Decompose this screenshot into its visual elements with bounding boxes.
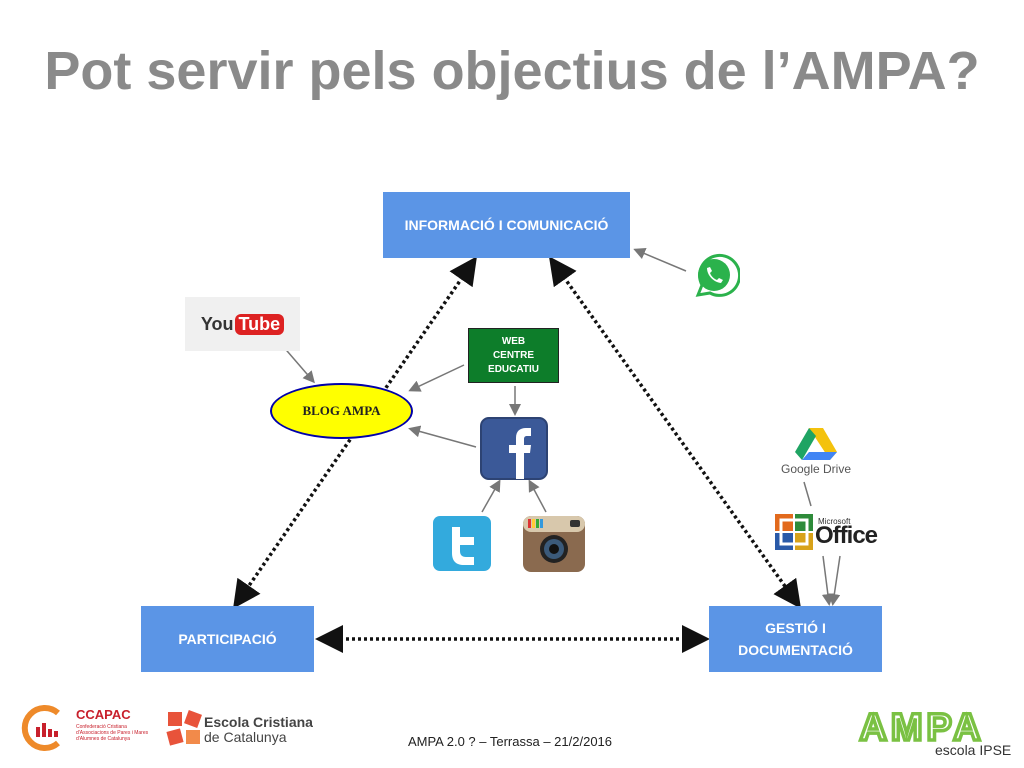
google-drive-icon <box>795 428 837 460</box>
arrow-facebook-blog <box>408 425 477 448</box>
arrow-office-gestio-2 <box>828 555 841 606</box>
footer-text: AMPA 2.0 ? – Terrassa – 21/2/2016 <box>407 734 613 749</box>
arrow-instagram-facebook <box>528 479 547 513</box>
microsoft-label: Microsoft <box>818 517 851 526</box>
google-drive-label: Google Drive <box>780 462 852 476</box>
box-gestio-documentacio: GESTIÓ I DOCUMENTACIÓ <box>709 606 882 672</box>
arrow-twitter-facebook <box>481 479 501 513</box>
ccapac-subtitle: Confederació Cristiana d'Associacions de… <box>76 724 149 742</box>
facebook-icon <box>480 417 548 480</box>
escola-cristiana-logo-icon <box>166 710 202 746</box>
arrow-whatsapp-info <box>633 247 687 272</box>
escola-cristiana-label: Escola Cristiana <box>204 714 313 730</box>
arrow-drive-office <box>803 481 812 507</box>
whatsapp-icon <box>695 253 740 297</box>
ccapac-logo-icon <box>21 705 60 751</box>
ampa-logo: AMPA <box>858 708 984 744</box>
twitter-icon <box>433 516 491 571</box>
box-informacio-comunicacio: INFORMACIÓ I COMUNICACIÓ <box>383 192 630 258</box>
box-participacio: PARTICIPACIÓ <box>141 606 314 672</box>
svg-text:AMPA: AMPA <box>859 708 984 744</box>
ampa-escola-label: escola IPSE <box>935 742 1012 758</box>
microsoft-office-icon <box>775 514 813 550</box>
web-centre-educatiu-box: WEB CENTRE EDUCATIU <box>468 328 559 383</box>
blog-ampa-ellipse: BLOG AMPA <box>270 383 413 439</box>
instagram-icon <box>523 516 585 572</box>
edge-info-gestio <box>548 256 802 609</box>
de-catalunya-label: de Catalunya <box>204 729 287 745</box>
arrow-office-gestio-1 <box>821 555 834 606</box>
arrow-web-blog <box>408 364 465 392</box>
slide-title: Pot servir pels objectius de l’AMPA? <box>44 41 980 101</box>
office-label: Office <box>815 522 878 549</box>
ccapac-label: CCAPAC <box>76 707 131 722</box>
